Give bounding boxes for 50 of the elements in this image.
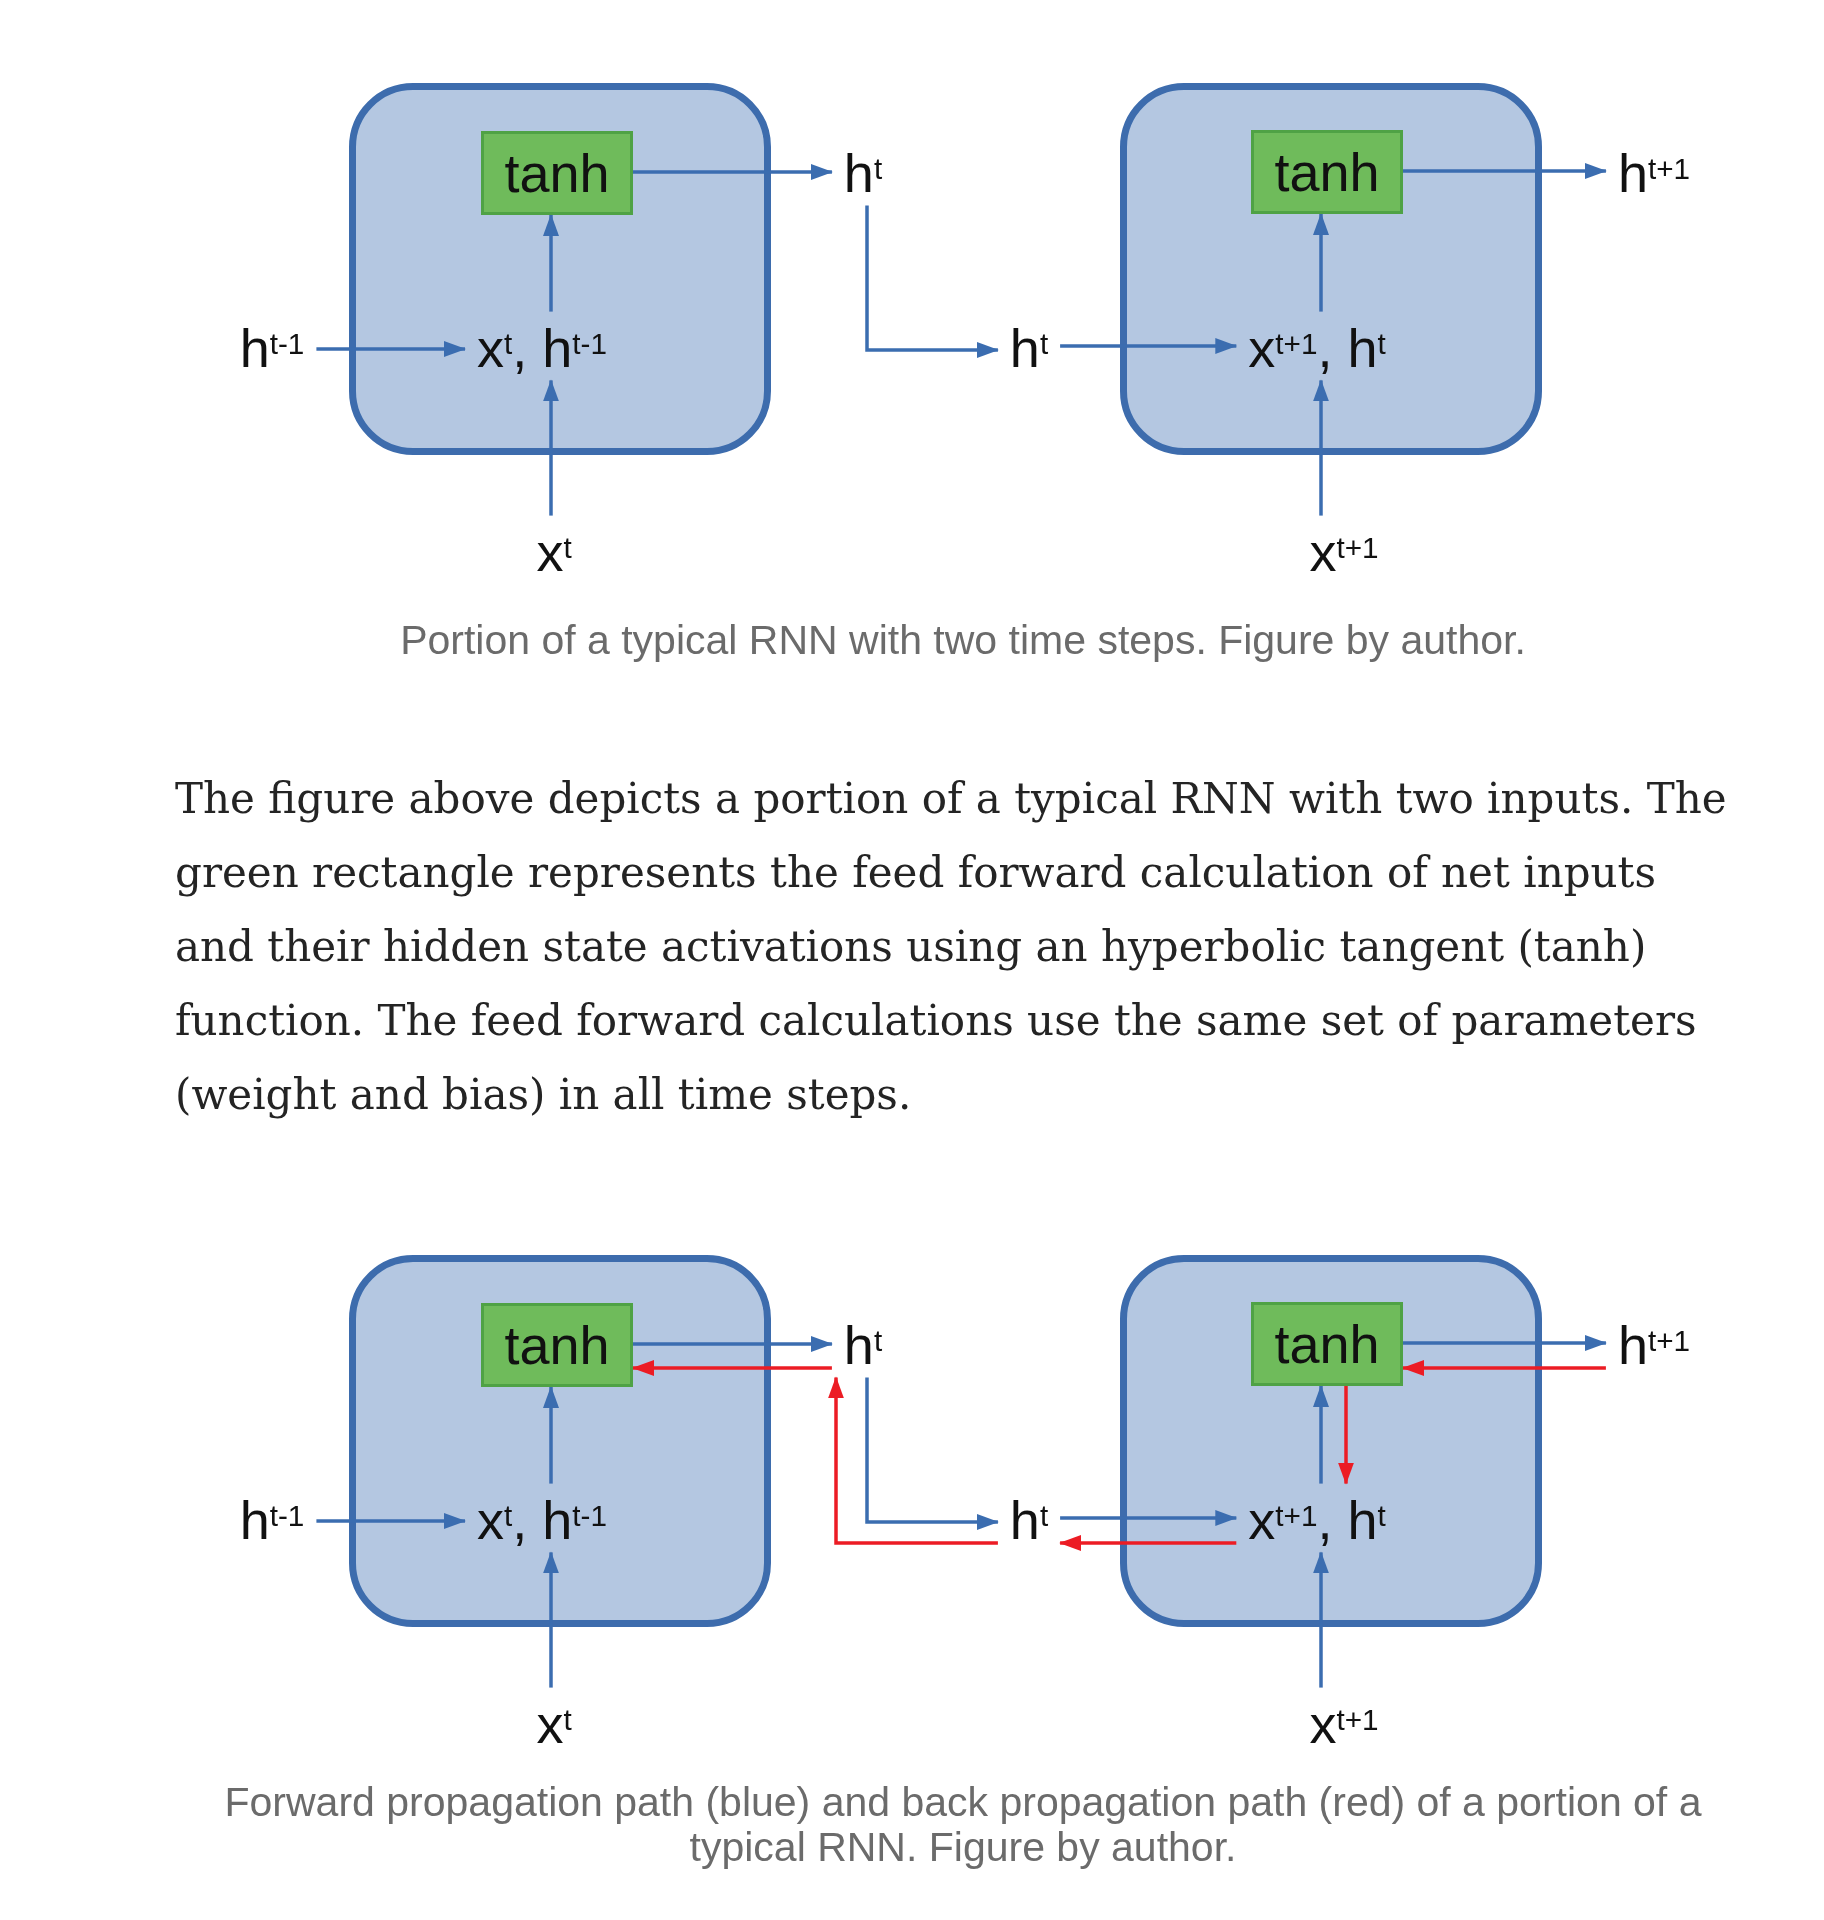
variable-label: h$^{t}$ <box>997 311 1061 381</box>
arrow <box>1313 379 1329 516</box>
rnn-cell-box <box>349 1255 771 1627</box>
arrow <box>632 1360 832 1376</box>
elbow-arrow <box>865 205 999 358</box>
arrow <box>1403 1335 1607 1351</box>
variable-label: x$^{t+1}$ <box>1297 1687 1391 1757</box>
variable-label: x$^{t+1}$ <box>1297 515 1391 585</box>
arrow <box>1060 1510 1238 1526</box>
variable-label: h$^{t-1}$ <box>227 1483 317 1553</box>
arrow <box>633 1336 833 1352</box>
elbow-arrow <box>828 1376 998 1545</box>
arrow <box>1402 1360 1606 1376</box>
arrow <box>1313 213 1329 312</box>
variable-label: x$^{t}$, h$^{t-1}$ <box>465 1483 619 1553</box>
arrow <box>543 1386 559 1484</box>
rnn-cell-box <box>1120 1255 1542 1627</box>
variable-label: h$^{t}$ <box>831 1308 895 1378</box>
rnn-cell-box <box>1120 83 1542 455</box>
arrow <box>543 1551 559 1688</box>
variable-label: h$^{t}$ <box>997 1483 1061 1553</box>
figure-caption: Portion of a typical RNN with two time steps. Figure by author. <box>399 618 1527 663</box>
figure-caption: Forward propagation path (blue) and back propagation path (red) of a portion of a typical RNN. Figure by author. <box>223 1780 1703 1870</box>
elbow-arrow <box>865 1377 999 1530</box>
body-paragraph: The figure above depicts a portion of a typical RNN with two inputs. The green rectangle represents the feed forward calculation of net inputs and their hidden state activations using an hyperbolic tangent (tanh) function. The feed forward calculations use the same set of parameters (weight and bias) in all time steps. <box>175 773 1728 1121</box>
arrow <box>1338 1386 1354 1485</box>
activation-box: tanh <box>481 1303 633 1387</box>
variable-label: x$^{t}$ <box>524 1687 584 1757</box>
activation-box: tanh <box>481 131 633 215</box>
arrow <box>633 164 833 180</box>
variable-label: h$^{t+1}$ <box>1605 1308 1703 1378</box>
arrow <box>543 214 559 312</box>
variable-label: x$^{t+1}$, h$^{t}$ <box>1236 311 1398 381</box>
arrow <box>1059 1535 1237 1551</box>
rnn-cell-box <box>349 83 771 455</box>
variable-label: x$^{t+1}$, h$^{t}$ <box>1236 1483 1398 1553</box>
arrow <box>1313 1551 1329 1688</box>
activation-box: tanh <box>1251 1302 1403 1386</box>
variable-label: x$^{t}$, h$^{t-1}$ <box>465 311 619 381</box>
arrow <box>1313 1385 1329 1484</box>
activation-box: tanh <box>1251 130 1403 214</box>
arrow <box>316 341 466 357</box>
arrow <box>316 1513 466 1529</box>
variable-label: h$^{t+1}$ <box>1605 136 1703 206</box>
arrow <box>1060 338 1238 354</box>
arrow <box>543 379 559 516</box>
arrow <box>1403 163 1607 179</box>
variable-label: h$^{t}$ <box>831 136 895 206</box>
variable-label: h$^{t-1}$ <box>227 311 317 381</box>
variable-label: x$^{t}$ <box>524 515 584 585</box>
